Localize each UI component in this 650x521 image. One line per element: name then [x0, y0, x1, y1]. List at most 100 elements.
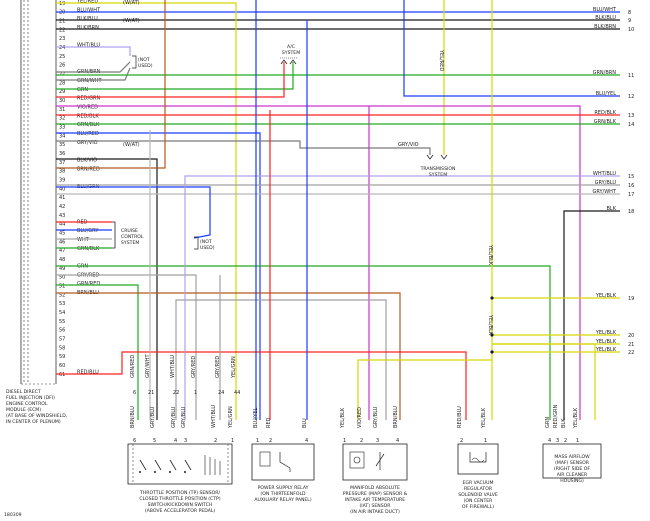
ecm-pin-number: 45: [59, 231, 65, 237]
tp-label: CLOSED THROTTLE POSITION (CTP): [139, 496, 220, 502]
component-wire-label: YEL/BLK: [340, 407, 346, 429]
component-wire-label: RED: [266, 417, 272, 428]
ac-label: SYSTEM: [282, 50, 300, 56]
right-wire-label: YEL/BLK: [595, 330, 617, 336]
psr-label: (ON THIRTEENFOLD: [260, 491, 306, 497]
splice-dot: [490, 296, 494, 300]
not-used-label: USED): [200, 245, 215, 251]
component-pin-number: 4: [305, 438, 308, 444]
map-label: INTAKE AIR TEMPERATURE: [345, 497, 405, 503]
component-pin-number: 6: [133, 438, 136, 444]
egr-label: (ON CENTER: [464, 498, 494, 504]
right-terminal-number: 16: [628, 183, 634, 189]
transmission-label: TRANSMISSION: [420, 166, 456, 172]
right-wire-label: RED/BLK: [594, 110, 616, 116]
egr-label: EGR VACUUM: [463, 480, 494, 486]
component-pin-number: 2: [460, 438, 463, 444]
power-supply-relay: POWER SUPPLY RELAY (ON THIRTEENFOLD AUXI…: [251, 443, 315, 503]
not-used-label: (NOT: [138, 57, 150, 63]
component-wire-label: YEL/GRN: [228, 406, 234, 429]
psr-label: AUXILIARY RELAY PANEL): [254, 497, 312, 503]
maf-label: (RIGHT SIDE OF: [554, 466, 590, 472]
component-pin-number: 1: [343, 438, 346, 444]
right-terminal-number: 22: [628, 350, 634, 356]
component-wire-label: YEL/GRN: [231, 356, 237, 379]
wire-wht-blu-15: [184, 175, 620, 184]
wat-note: (W/AT): [123, 142, 140, 148]
ecm-wire-label: GRN/BLK: [77, 246, 100, 252]
ecm-pin-number: 33: [59, 125, 65, 131]
wire-gry-blu-map: [175, 299, 387, 420]
egr-label: SOLENOID VALVE: [458, 492, 498, 498]
right-terminal-number: 8: [628, 10, 631, 16]
right-wire-label: YEL/BLK: [595, 347, 617, 353]
component-wire-label: GRY/BLU: [181, 406, 187, 428]
wire-grn-ac: [56, 62, 294, 90]
right-wire-label: GRY/BLU: [595, 180, 617, 186]
ecm-wire-label: BLU/WHT: [77, 7, 101, 13]
transmission-system: TRANSMISSION SYSTEM GRY/VIO: [398, 142, 455, 178]
component-pin-number: 22: [173, 390, 179, 396]
ecm-pin-number: 53: [59, 301, 65, 307]
ecm-pin-number: 59: [59, 354, 65, 360]
wire-grn-49: [56, 265, 551, 420]
wire-yel-red: [56, 2, 237, 420]
wire-grn-wht-28: [56, 67, 131, 81]
component-wire-label: BLK: [561, 418, 567, 428]
wire-gry-vio: [56, 140, 431, 155]
ecm-wire-label: GRN: [77, 87, 88, 93]
right-wire-label: GRN/BLK: [594, 119, 617, 125]
component-wire-label: YEL/BLK: [573, 407, 579, 429]
component-pin-number: 1: [256, 438, 259, 444]
component-pin-number: 3: [556, 438, 559, 444]
wire-blk-18: [563, 210, 620, 420]
component-pin-number: 4: [396, 438, 399, 444]
ecm-pin-number: 34: [59, 133, 65, 139]
ecm-pin-number: 61: [59, 372, 65, 378]
yel-blk-vertical-label: YEL/BLK: [487, 314, 493, 336]
ecm-wire-label: GRN/BLK: [77, 122, 100, 128]
component-wire-label: GRY/RED: [191, 356, 197, 378]
ecm-pin-number: 54: [59, 310, 65, 316]
wat-note: (W/AT): [123, 18, 140, 24]
ecm-label-line: IN CENTER OF PLENUM): [6, 419, 61, 425]
right-terminal-number: 13: [628, 113, 634, 119]
tp-label: SWITCH/KICKDOWN SWITCH: [148, 502, 213, 508]
component-wire-label: YEL/BLK: [481, 407, 487, 429]
ecm-pin-number: 50: [59, 275, 65, 281]
ecm-pin-number: 29: [59, 89, 65, 95]
component-pin-number: 4: [174, 438, 177, 444]
wire-blu-yel: [403, 0, 620, 97]
splice-dots: [490, 296, 494, 354]
right-wire-label: GRY/WHT: [592, 189, 616, 195]
ac-label: A/C: [287, 44, 295, 50]
wire-red-blu-61: [56, 351, 467, 420]
ecm-pin-number: 25: [59, 54, 65, 60]
wat-note: (W/AT): [123, 0, 140, 6]
wire-grn-red-51: [56, 284, 139, 420]
wire-blu-grn: [56, 186, 211, 239]
maf-label: (MAF) SENSOR: [555, 460, 590, 466]
tp-label: THROTTLE POSITION (TP) SENSOR/: [139, 490, 220, 496]
ecm-pin-number: 52: [59, 292, 65, 298]
component-pin-number: 1: [194, 390, 197, 396]
map-label: PRESSURE (MAP) SENSOR &: [343, 491, 408, 497]
maf-label: MASS AIRFLOW: [554, 454, 590, 460]
ecm-wire-label: YEL/RED: [76, 0, 98, 5]
ecm-wire-label: RED/BLK: [77, 113, 99, 119]
map-label: MANIFOLD ABSOLUTE: [350, 485, 400, 491]
ecm-pin-number: 22: [59, 27, 65, 33]
component-wire-label: BLU: [302, 418, 308, 428]
wire-vio-red: [56, 105, 370, 420]
component-wire-label: WHT/BLU: [211, 405, 217, 428]
ecm-pin-number: 57: [59, 337, 65, 343]
component-wire-label: GRY/RED: [215, 356, 221, 378]
yel-red-vertical-label: YEL/RED: [438, 49, 444, 71]
right-terminal-number: 12: [628, 94, 634, 100]
component-wire-label: GRY/BLU: [171, 406, 177, 428]
component-wire-label: WHT/BLU: [170, 355, 176, 378]
ecm-pin-number: 37: [59, 160, 65, 166]
component-wire-label: VIO/RED: [357, 407, 363, 428]
